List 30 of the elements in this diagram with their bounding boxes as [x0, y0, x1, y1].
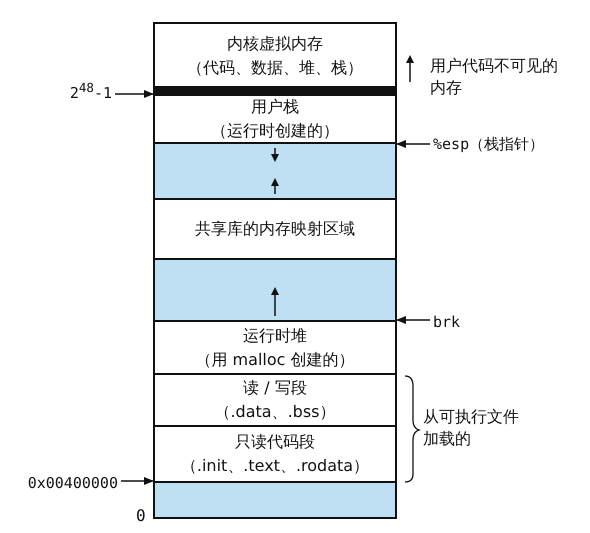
memory-segment [153, 320, 397, 375]
free-memory-region [153, 481, 397, 519]
address-label: brk [433, 313, 460, 331]
pointer-arrow [396, 140, 430, 148]
segment-label: （用 malloc 创建的） [195, 348, 355, 370]
segment-label: 共享库的内存映射区域 [195, 218, 355, 240]
pointer-arrow [115, 90, 154, 98]
note-text: 从可执行文件加载的 [423, 406, 519, 450]
segment-label: 内核虚拟内存 [227, 33, 323, 55]
segment-label: （.data、.bss） [214, 401, 336, 423]
segment-label: （代码、数据、堆、栈） [187, 57, 363, 79]
memory-segment [153, 94, 397, 144]
pointer-arrow [396, 316, 430, 324]
segment-label: 用户栈 [251, 96, 299, 118]
address-label: 0x00400000 [28, 474, 118, 492]
memory-segment [153, 198, 397, 260]
segment-label: （运行时创建的） [211, 120, 339, 142]
segment-label: 运行时堆 [243, 324, 307, 346]
address-label: 2$^{48}$-1 [70, 79, 112, 102]
memory-segment [153, 373, 397, 427]
address-label: %esp（栈指针） [433, 135, 544, 153]
address-label: 0 [136, 505, 147, 527]
note-text: 用户代码不可见的内存 [430, 55, 558, 99]
segment-label: （.init、.text、.rodata） [180, 455, 370, 477]
pointer-arrow [121, 477, 154, 485]
free-memory-region [153, 142, 397, 200]
free-memory-region [153, 258, 397, 322]
segment-label: 读 / 写段 [243, 377, 307, 399]
memory-segment [153, 425, 397, 483]
segment-label: 只读代码段 [235, 431, 315, 453]
